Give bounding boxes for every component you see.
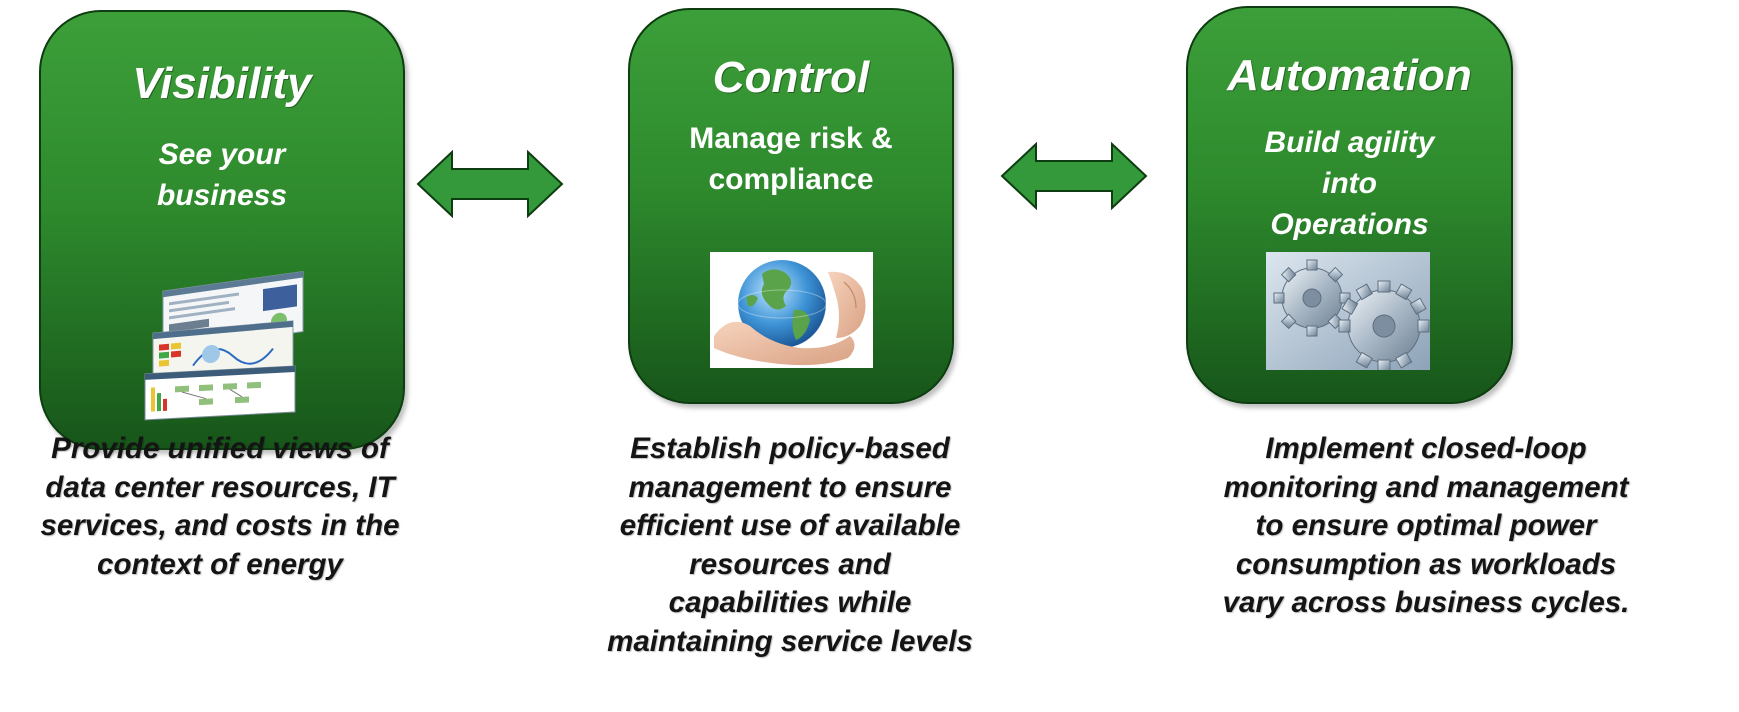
gears-icon bbox=[1266, 252, 1430, 370]
double-headed-arrow-icon bbox=[416, 149, 564, 219]
automation-title: Automation bbox=[1227, 51, 1472, 100]
globe-in-hands-icon bbox=[710, 252, 873, 368]
visibility-card: Visibility See your business bbox=[39, 10, 405, 450]
control-description: Establish policy-based management to ens… bbox=[607, 432, 973, 658]
automation-description: Implement closed-loop monitoring and man… bbox=[1222, 432, 1630, 619]
automation-card: Automation Build agility into Operations bbox=[1186, 6, 1513, 404]
visibility-title: Visibility bbox=[132, 59, 312, 108]
control-title: Control bbox=[712, 53, 870, 102]
visibility-description: Provide unified views of data center res… bbox=[40, 432, 400, 581]
control-subtitle: Manage risk & compliance bbox=[689, 122, 893, 196]
control-card: Control Manage risk & compliance bbox=[628, 8, 954, 404]
dashboard-screenshots-icon bbox=[143, 264, 313, 422]
visibility-subtitle: See your business bbox=[156, 138, 288, 212]
double-headed-arrow-icon bbox=[1000, 141, 1148, 211]
automation-subtitle: Build agility into Operations bbox=[1264, 126, 1435, 241]
